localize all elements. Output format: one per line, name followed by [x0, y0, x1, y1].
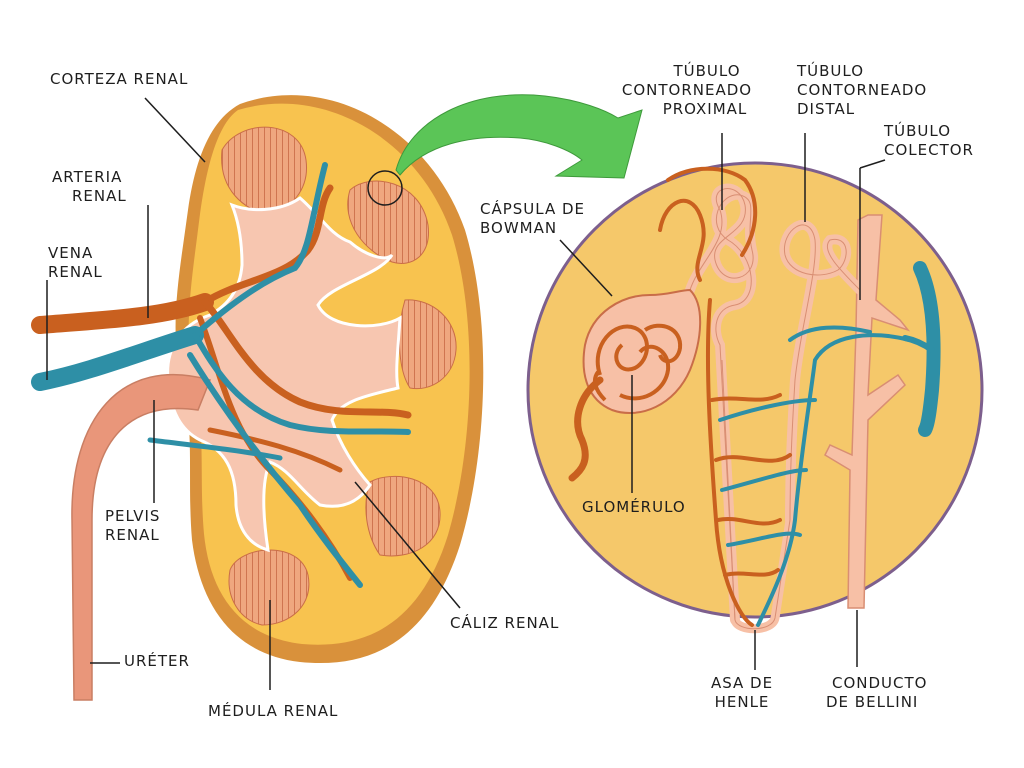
label-ureter: URÉTER [124, 652, 190, 670]
ureter [71, 374, 212, 701]
label-medula-renal: MÉDULA RENAL [208, 702, 339, 720]
label-line: RENAL [72, 187, 127, 205]
nephron-zoom [526, 161, 984, 634]
kidney [31, 95, 484, 701]
label-glomerulo: GLOMÉRULO [582, 498, 686, 516]
leader-caliz [354, 481, 461, 609]
label-line: DE BELLINI [826, 693, 919, 711]
leader-colector [859, 159, 886, 169]
label-vena-renal: VENA RENAL [48, 244, 103, 282]
label-line: TÚBULO [797, 62, 865, 80]
label-line: CONTORNEADO [797, 81, 928, 99]
peritubular-artery [658, 166, 792, 627]
label-tubulo-colector: TÚBULO COLECTOR [884, 122, 974, 160]
collecting-duct [824, 214, 911, 609]
pyramid [228, 549, 310, 626]
label-line: BOWMAN [480, 219, 558, 237]
label-asa-henle: ASA DE HENLE [692, 674, 792, 712]
label-line: PROXIMAL [662, 100, 748, 118]
zoom-marker [367, 170, 403, 206]
label-line: ASA DE [710, 674, 774, 692]
zoom-arrow [395, 94, 643, 179]
label-line: TÚBULO [673, 62, 741, 80]
label-line: PELVIS [105, 507, 161, 525]
afferent-arteriole [568, 376, 604, 482]
pyramid [221, 126, 308, 216]
peritubular-vein [718, 325, 912, 627]
label-line: CONDUCTO [832, 674, 928, 692]
label-line: RENAL [48, 263, 103, 281]
label-line: RENAL [105, 526, 160, 544]
label-caliz-renal: CÁLIZ RENAL [450, 614, 560, 632]
leader-bowman [559, 239, 613, 297]
collecting-vein [913, 261, 941, 437]
pyramid [347, 180, 429, 264]
pyramid [398, 299, 457, 390]
leader-corteza [144, 97, 206, 163]
label-line: TÚBULO [884, 122, 952, 140]
label-line: HENLE [714, 693, 770, 711]
label-tubulo-proximal: TÚBULO CONTORNEADO PROXIMAL [614, 62, 760, 119]
label-line: CÁPSULA DE [480, 200, 586, 218]
label-line: COLECTOR [884, 141, 974, 159]
renal-vein [31, 162, 411, 588]
label-line: DISTAL [797, 100, 856, 118]
label-line: ARTERIA [52, 168, 123, 186]
label-corteza-renal: CORTEZA RENAL [50, 70, 189, 88]
label-pelvis-renal: PELVIS RENAL [105, 507, 160, 545]
leader-lines [46, 97, 886, 690]
label-line: VENA [48, 244, 94, 262]
renal-medulla [221, 126, 457, 626]
pyramid [365, 475, 441, 557]
label-arteria-renal: ARTERIA RENAL [52, 168, 127, 206]
label-conducto-bellini: CONDUCTO DE BELLINI [826, 674, 927, 712]
label-tubulo-distal: TÚBULO CONTORNEADO DISTAL [797, 62, 927, 119]
label-capsula-bowman: CÁPSULA DE BOWMAN [480, 200, 585, 238]
label-line: CONTORNEADO [621, 81, 753, 99]
